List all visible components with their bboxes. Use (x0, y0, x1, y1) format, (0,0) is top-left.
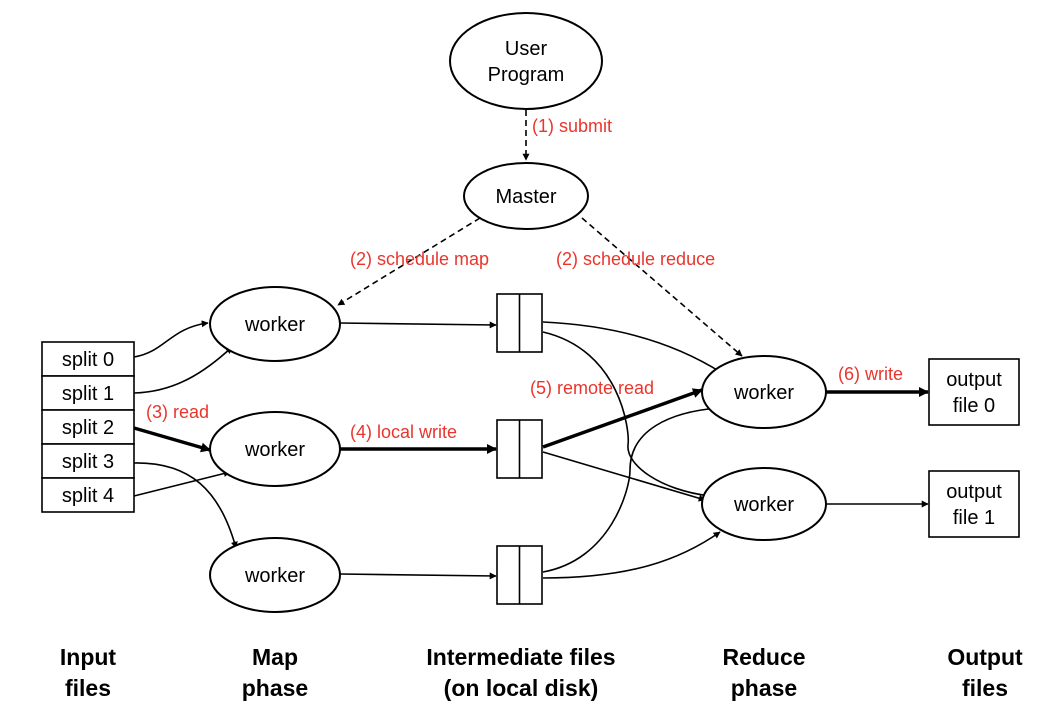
split-0-box (41, 341, 135, 377)
map-worker-2-label: worker (244, 439, 305, 461)
output-file-1-label-line1: output (946, 481, 1002, 503)
map-worker-1-label: worker (244, 314, 305, 336)
output-file-0-label-line2: file 0 (953, 395, 995, 417)
output-file-1-box (928, 470, 1020, 538)
split-3-box (41, 443, 135, 479)
intermediate-files (496, 293, 543, 605)
phase-output-line1: Output (947, 644, 1023, 670)
reduce-worker-1-shape (701, 355, 827, 429)
reduce-worker-1-label: worker (733, 382, 794, 404)
output-file-0-box (928, 358, 1020, 426)
reduce-worker-2-label: worker (733, 494, 794, 516)
edge-file1-reduce2 (542, 331, 711, 499)
edge-file3-reduce1 (542, 405, 719, 573)
split-2-label: split 2 (62, 417, 114, 439)
user-program-shape (449, 12, 603, 110)
label-schedule-reduce: (2) schedule reduce (556, 249, 715, 269)
edge-file2-reduce1 (542, 388, 703, 449)
reduce-worker-2-shape (701, 467, 827, 541)
phase-reduce-line1: Reduce (722, 644, 805, 670)
split-3-label: split 3 (62, 451, 114, 473)
phase-reduce-line2: phase (731, 675, 797, 701)
phase-intermediate-line1: Intermediate files (426, 644, 615, 670)
map-worker-2-shape (209, 411, 341, 487)
split-2-box (41, 409, 135, 445)
label-write: (6) write (838, 364, 903, 384)
split-1-box (41, 375, 135, 411)
split-0-label: split 0 (62, 349, 114, 371)
edge-split4-worker2 (133, 470, 231, 497)
edge-worker3-file3 (339, 572, 497, 580)
phase-map-line1: Map (252, 644, 298, 670)
user-program-label-line2: Program (488, 64, 565, 86)
edge-split3-worker3 (133, 462, 238, 549)
input-splits: split 0 split 1 split 2 split 3 split 4 (41, 341, 135, 513)
step-labels: (1) submit (2) schedule map (2) schedule… (146, 116, 903, 442)
label-local-write: (4) local write (350, 422, 457, 442)
map-worker-3-shape (209, 537, 341, 613)
user-program-label-line1: User (505, 38, 548, 60)
phase-input-line1: Input (60, 644, 117, 670)
map-worker-3-label: worker (244, 565, 305, 587)
label-remote-read: (5) remote read (530, 378, 654, 398)
output-file-0-label-line1: output (946, 369, 1002, 391)
edge-split1-worker1 (133, 346, 233, 394)
label-read: (3) read (146, 402, 209, 422)
edge-file3-reduce2 (542, 531, 721, 579)
output-files: output file 0 output file 1 (928, 358, 1020, 538)
label-schedule-map: (2) schedule map (350, 249, 489, 269)
output-file-1-label-line2: file 1 (953, 507, 995, 529)
phase-intermediate-line2: (on local disk) (444, 675, 599, 701)
edge-file2-reduce2 (542, 451, 706, 502)
map-worker-1-shape (209, 286, 341, 362)
master-label: Master (495, 186, 556, 208)
phase-output-line2: files (962, 675, 1008, 701)
phase-captions: Input files Map phase Intermediate files… (60, 644, 1023, 701)
node-master: Master (463, 162, 589, 230)
edges (133, 110, 929, 580)
edge-split2-worker2 (133, 426, 211, 453)
split-4-label: split 4 (62, 485, 114, 507)
edge-file1-reduce1 (542, 321, 723, 374)
split-4-box (41, 477, 135, 513)
map-workers: worker worker worker (209, 286, 341, 613)
master-shape (463, 162, 589, 230)
reduce-workers: worker worker (701, 355, 827, 541)
edge-worker1-file1 (339, 321, 497, 329)
label-submit: (1) submit (532, 116, 612, 136)
edge-schedule-map (337, 217, 481, 306)
edge-split0-worker1 (133, 320, 209, 358)
edge-schedule-reduce (581, 217, 743, 357)
phase-input-line2: files (65, 675, 111, 701)
node-user-program: User Program (449, 12, 603, 110)
split-1-label: split 1 (62, 383, 114, 405)
phase-map-line2: phase (242, 675, 308, 701)
